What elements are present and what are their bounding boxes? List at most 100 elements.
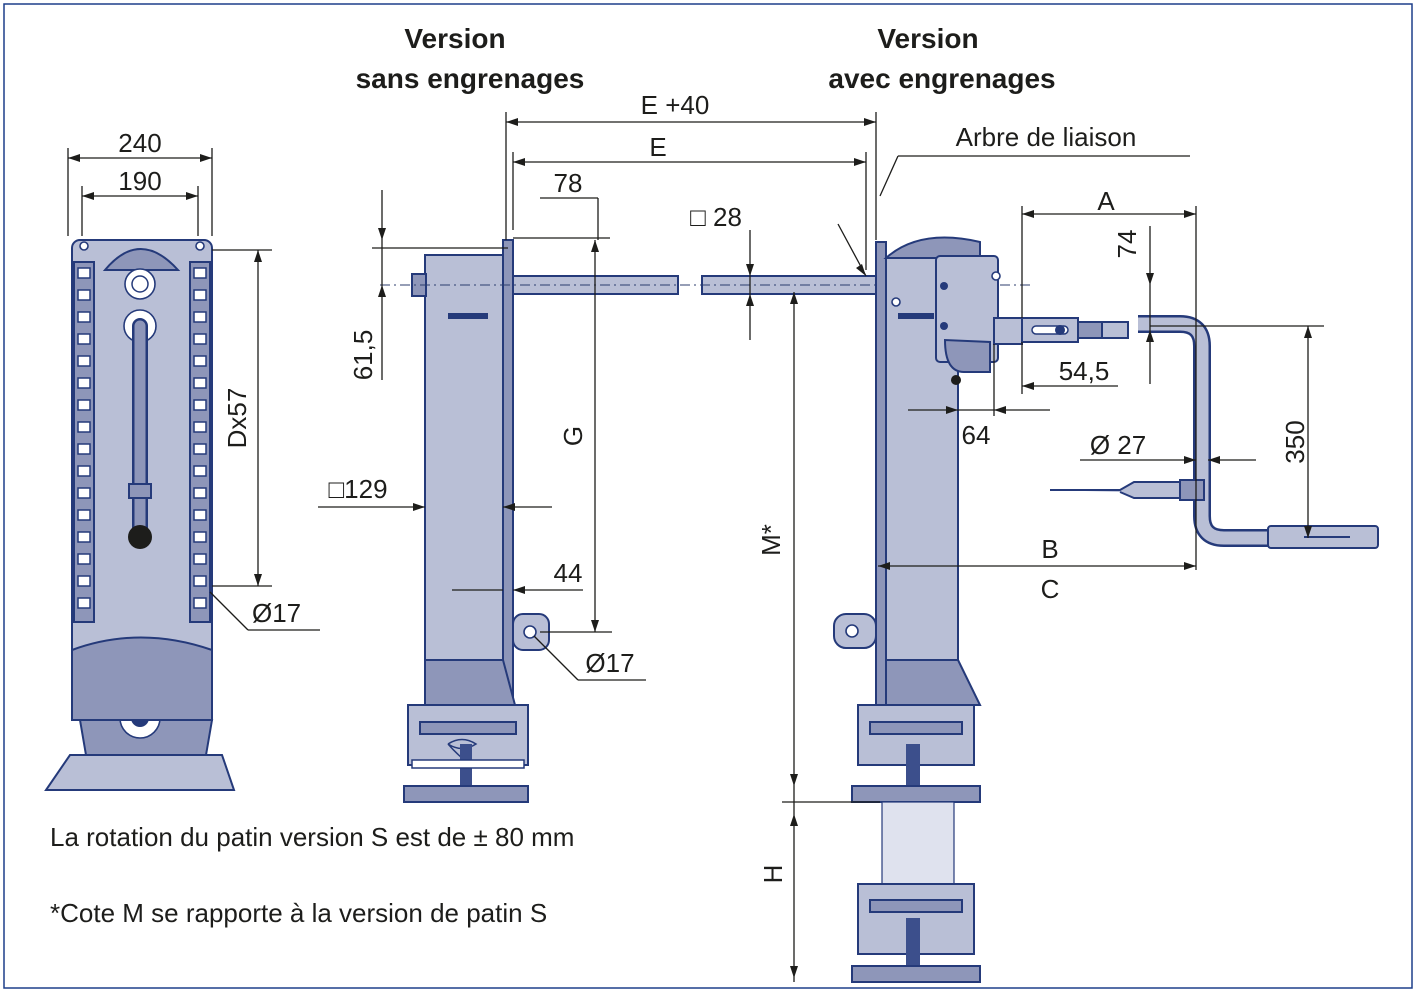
dim-78: 78 xyxy=(554,168,583,198)
right-gear-cover xyxy=(883,236,981,259)
front-shaft-hole xyxy=(124,268,156,300)
dim-b: B xyxy=(1041,534,1058,564)
dim-e-plus-40: E +40 xyxy=(641,90,710,120)
dim-d17-mid: Ø17 xyxy=(585,648,634,678)
front-strip-slot xyxy=(193,443,207,455)
front-strip-slot xyxy=(193,289,207,301)
front-hole-pattern xyxy=(77,267,207,609)
right-flange xyxy=(875,241,887,711)
front-top-left-hole xyxy=(79,241,89,251)
front-strip-slot xyxy=(193,399,207,411)
front-strip-slot xyxy=(193,311,207,323)
side-view-without-gears xyxy=(403,239,550,803)
dim-h: H xyxy=(758,865,788,884)
heading-left-sans-engrenages: sans engrenages xyxy=(356,63,585,94)
right-spring xyxy=(906,744,920,786)
dim-350: 350 xyxy=(1280,420,1310,463)
right-foot-base xyxy=(851,785,981,803)
front-strip-slot xyxy=(193,553,207,565)
front-strip-slot xyxy=(193,575,207,587)
front-view-leg xyxy=(44,239,236,791)
front-strip-slot xyxy=(77,333,91,345)
outer-frame xyxy=(3,3,1413,989)
side-view-with-gears xyxy=(833,236,1129,983)
front-crank-knob xyxy=(128,525,152,549)
front-top-right-hole xyxy=(195,241,205,251)
dim-sq-28: □ 28 xyxy=(690,202,742,232)
mid-column xyxy=(424,254,504,706)
mid-label-slot xyxy=(448,313,488,319)
dim-240: 240 xyxy=(118,128,161,158)
front-strip-slot xyxy=(193,267,207,279)
front-strip-slot xyxy=(77,465,91,477)
mid-tab-hole xyxy=(523,625,537,639)
front-strip-slot xyxy=(193,597,207,609)
right-gearbox-lower xyxy=(943,338,991,373)
front-strip-slot xyxy=(77,487,91,499)
front-strip-slot xyxy=(193,421,207,433)
label-arbre-de-liaison: Arbre de liaison xyxy=(956,122,1137,152)
heading-right-avec-engrenages: avec engrenages xyxy=(828,63,1055,94)
crank-handle xyxy=(1050,315,1379,549)
front-strip-slot xyxy=(193,377,207,389)
front-strip-slot xyxy=(77,355,91,367)
front-strip-slot xyxy=(77,531,91,543)
front-strip-slot xyxy=(77,399,91,411)
front-strip-slot xyxy=(77,443,91,455)
front-strip-slot xyxy=(77,311,91,323)
extended-foot-base xyxy=(851,965,981,983)
dim-g: G xyxy=(558,426,588,446)
front-column-lower xyxy=(71,636,213,721)
dim-64: 64 xyxy=(962,420,991,450)
front-strip-slot xyxy=(193,487,207,499)
front-strip-slot xyxy=(77,509,91,521)
heading-left-version: Version xyxy=(404,23,505,54)
right-output-stub xyxy=(993,317,1023,345)
dim-e: E xyxy=(649,132,666,162)
front-crank-clip xyxy=(128,483,152,499)
dim-54-5: 54,5 xyxy=(1059,356,1110,386)
dim-dx57: Dx57 xyxy=(222,388,252,449)
front-strip-slot xyxy=(77,267,91,279)
front-strip-slot xyxy=(77,289,91,301)
front-strip-slot xyxy=(193,531,207,543)
front-strip-slot xyxy=(77,421,91,433)
dim-sq-129: □129 xyxy=(328,474,387,504)
right-lower-housing xyxy=(885,659,982,706)
front-strip-slot xyxy=(193,465,207,477)
extended-spring xyxy=(906,918,920,968)
extension-tube xyxy=(881,801,955,885)
front-strip-slot xyxy=(193,333,207,345)
front-strip-slot xyxy=(77,377,91,389)
front-strip-slot xyxy=(77,597,91,609)
dim-m: M* xyxy=(756,524,786,556)
crank-bar xyxy=(1138,317,1270,545)
front-top-dome xyxy=(102,248,181,271)
note-cote-m: *Cote M se rapporte à la version de pati… xyxy=(50,898,547,928)
dim-61-5: 61,5 xyxy=(348,330,378,381)
side-view-dimensions: E +40 E Arbre de liaison 78 G 61,5 □ 28 xyxy=(318,90,1190,681)
dim-d27: Ø 27 xyxy=(1090,430,1146,460)
front-strip-slot xyxy=(193,355,207,367)
right-view-dimensions: A 74 54,5 64 Ø 27 350 B C xyxy=(756,186,1324,982)
dim-d17-left: Ø17 xyxy=(252,598,301,628)
dim-74: 74 xyxy=(1112,230,1142,259)
mid-flange xyxy=(502,239,514,711)
dim-c: C xyxy=(1041,574,1060,604)
note-rotation: La rotation du patin version S est de ± … xyxy=(50,822,574,852)
front-strip-slot xyxy=(77,553,91,565)
front-shaft-ring xyxy=(131,275,149,293)
front-strip-slot xyxy=(77,575,91,587)
front-foot-plate xyxy=(44,754,236,791)
heading-right-version: Version xyxy=(877,23,978,54)
dim-190: 190 xyxy=(118,166,161,196)
dim-a: A xyxy=(1097,186,1115,216)
front-strip-slot xyxy=(193,509,207,521)
mid-lower-housing xyxy=(424,659,517,706)
crank-sleeve xyxy=(1179,479,1205,501)
mid-foot-base xyxy=(403,785,529,803)
front-view-dimensions: 240 190 Dx57 Ø17 xyxy=(67,128,320,631)
dim-44: 44 xyxy=(554,558,583,588)
